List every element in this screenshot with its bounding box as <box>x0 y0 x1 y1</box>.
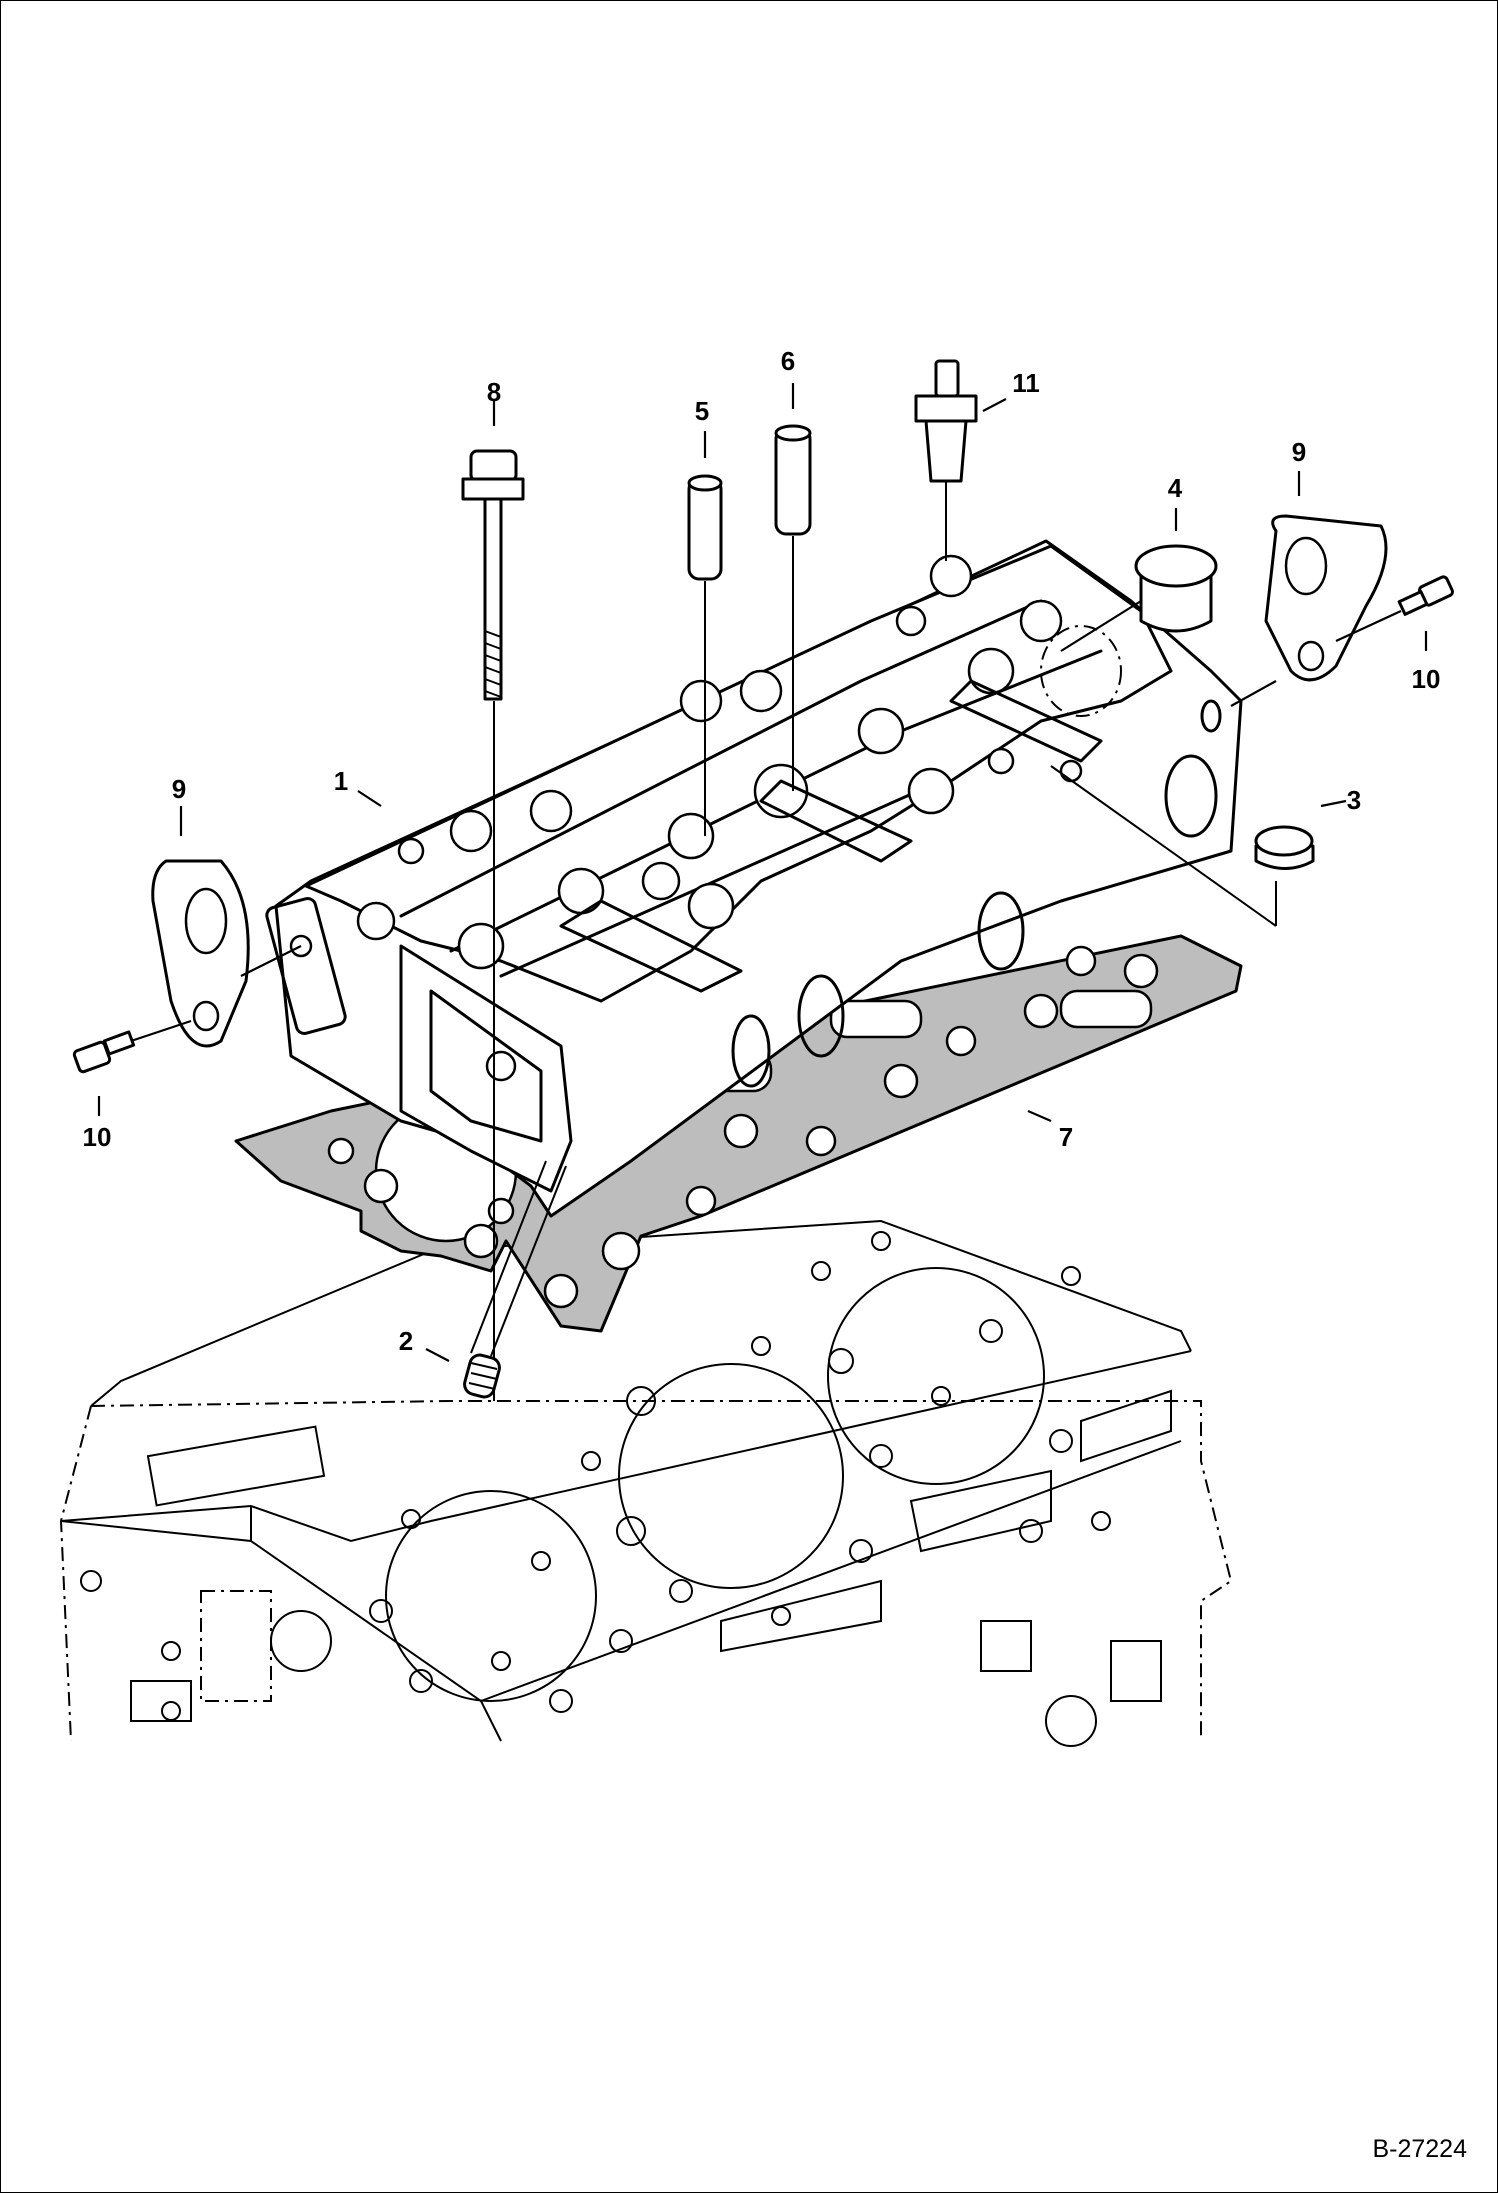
engine-block <box>59 1219 1233 1747</box>
callout-9-right: 9 <box>1291 437 1307 467</box>
expansion-plug-large <box>1060 544 1218 652</box>
callout-9-left: 9 <box>171 774 187 804</box>
callout-4: 4 <box>1167 473 1183 503</box>
callout-7: 7 <box>1058 1122 1074 1152</box>
head-bolt <box>461 449 525 1401</box>
leader-lines <box>97 383 1428 1362</box>
figure-id-label: B-27224 <box>1372 2135 1467 2163</box>
dowel-sleeve <box>463 1160 567 1399</box>
lifting-bracket-right <box>1230 514 1388 707</box>
lifting-bracket-left <box>151 859 302 1048</box>
temperature-sender <box>914 359 978 561</box>
callout-5: 5 <box>694 396 710 426</box>
expansion-plug-small <box>1050 765 1315 927</box>
callout-2: 2 <box>398 1326 414 1356</box>
callout-3: 3 <box>1346 785 1362 815</box>
valve-guide-6 <box>774 424 812 791</box>
callout-1: 1 <box>333 766 349 796</box>
callout-10-left: 10 <box>82 1122 112 1152</box>
callout-8: 8 <box>486 377 502 407</box>
block-bolt-holes <box>369 1231 1111 1713</box>
cylinder-head <box>265 539 1243 1218</box>
callout-10-right: 10 <box>1411 664 1441 694</box>
bracket-bolt-right <box>1335 575 1455 642</box>
callout-6: 6 <box>780 346 796 376</box>
valve-guide-5 <box>687 474 723 836</box>
bracket-bolt-left <box>72 1019 192 1074</box>
head-top-holes <box>356 554 1083 1082</box>
callout-11: 11 <box>1012 368 1040 398</box>
